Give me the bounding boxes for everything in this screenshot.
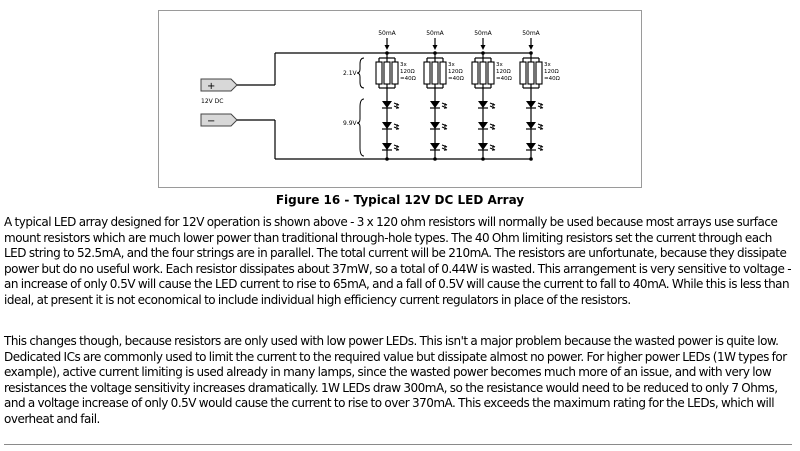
figure-caption: Figure 16 - Typical 12V DC LED Array bbox=[275, 193, 525, 207]
led bbox=[526, 143, 536, 150]
led-array-schematic: +−12V DC50mA3x120Ω=40Ω50mA3x120Ω=40Ω50mA… bbox=[200, 30, 560, 161]
resistor-note-count: 3x bbox=[544, 62, 551, 68]
led-light-arrowhead bbox=[540, 145, 543, 148]
current-label: 50mA bbox=[474, 30, 492, 37]
resistor bbox=[375, 61, 383, 85]
negative-terminal bbox=[200, 113, 238, 127]
resistor-note-value: 120Ω bbox=[448, 69, 463, 75]
resistor-note-count: 3x bbox=[400, 62, 407, 68]
led bbox=[478, 101, 488, 108]
supply-label: 12V DC bbox=[201, 98, 223, 105]
positive-terminal bbox=[200, 78, 238, 92]
led bbox=[382, 101, 392, 108]
led bbox=[478, 122, 488, 129]
led-light-arrowhead bbox=[396, 127, 399, 130]
current-label: 50mA bbox=[522, 30, 540, 37]
positive-terminal-symbol: + bbox=[207, 81, 215, 92]
current-arrowhead bbox=[528, 45, 534, 50]
led-voltage-label: 9.9V bbox=[343, 120, 358, 127]
led-light-arrowhead bbox=[396, 103, 399, 106]
resistor-note-value: 120Ω bbox=[496, 69, 511, 75]
resistor-voltage-bracket bbox=[356, 57, 365, 89]
led-light-arrowhead bbox=[492, 148, 495, 151]
resistor-note-equivalent: =40Ω bbox=[544, 76, 560, 82]
led-light-arrowhead bbox=[396, 106, 399, 109]
resistor bbox=[519, 61, 527, 85]
led bbox=[382, 122, 392, 129]
resistor-note-equivalent: =40Ω bbox=[496, 76, 512, 82]
led bbox=[430, 143, 440, 150]
led-light-arrowhead bbox=[540, 103, 543, 106]
led-light-arrowhead bbox=[396, 124, 399, 127]
led-light-arrowhead bbox=[540, 106, 543, 109]
led-light-arrowhead bbox=[492, 124, 495, 127]
led bbox=[382, 143, 392, 150]
led-light-arrowhead bbox=[540, 127, 543, 130]
resistor bbox=[383, 61, 391, 85]
resistor-note-value: 120Ω bbox=[400, 69, 415, 75]
junction-dot bbox=[433, 157, 437, 161]
resistor-note-value: 120Ω bbox=[544, 69, 559, 75]
led-light-arrowhead bbox=[492, 103, 495, 106]
led-light-arrowhead bbox=[396, 145, 399, 148]
resistor-note-count: 3x bbox=[496, 62, 503, 68]
resistor bbox=[391, 61, 399, 85]
resistor-note-count: 3x bbox=[448, 62, 455, 68]
led-light-arrowhead bbox=[492, 145, 495, 148]
led bbox=[526, 122, 536, 129]
current-label: 50mA bbox=[378, 30, 396, 37]
resistor bbox=[487, 61, 495, 85]
led bbox=[526, 101, 536, 108]
led-light-arrowhead bbox=[444, 124, 447, 127]
led-light-arrowhead bbox=[540, 124, 543, 127]
led-light-arrowhead bbox=[492, 106, 495, 109]
resistor bbox=[423, 61, 431, 85]
led-light-arrowhead bbox=[444, 103, 447, 106]
led bbox=[430, 122, 440, 129]
led-light-arrowhead bbox=[444, 145, 447, 148]
led-light-arrowhead bbox=[444, 127, 447, 130]
negative-terminal-symbol: − bbox=[207, 116, 215, 127]
led-light-arrowhead bbox=[396, 148, 399, 151]
led-light-arrowhead bbox=[540, 148, 543, 151]
resistor bbox=[527, 61, 535, 85]
resistor bbox=[431, 61, 439, 85]
resistor bbox=[439, 61, 447, 85]
current-arrowhead bbox=[480, 45, 486, 50]
resistor bbox=[479, 61, 487, 85]
divider bbox=[4, 444, 792, 445]
resistor-voltage-label: 2.1V bbox=[343, 70, 358, 77]
current-arrowhead bbox=[384, 45, 390, 50]
led bbox=[430, 101, 440, 108]
resistor-note-equivalent: =40Ω bbox=[400, 76, 416, 82]
junction-dot bbox=[385, 157, 389, 161]
led-light-arrowhead bbox=[444, 148, 447, 151]
current-arrowhead bbox=[432, 45, 438, 50]
body-paragraph: A typical LED array designed for 12V ope… bbox=[4, 215, 792, 307]
resistor bbox=[471, 61, 479, 85]
current-label: 50mA bbox=[426, 30, 444, 37]
resistor-note-equivalent: =40Ω bbox=[448, 76, 464, 82]
junction-dot bbox=[481, 157, 485, 161]
led-voltage-bracket bbox=[356, 98, 365, 157]
junction-dot bbox=[529, 157, 533, 161]
body-paragraph: This changes though, because resistors a… bbox=[4, 334, 787, 426]
led bbox=[478, 143, 488, 150]
led-light-arrowhead bbox=[492, 127, 495, 130]
resistor bbox=[535, 61, 543, 85]
led-light-arrowhead bbox=[444, 106, 447, 109]
